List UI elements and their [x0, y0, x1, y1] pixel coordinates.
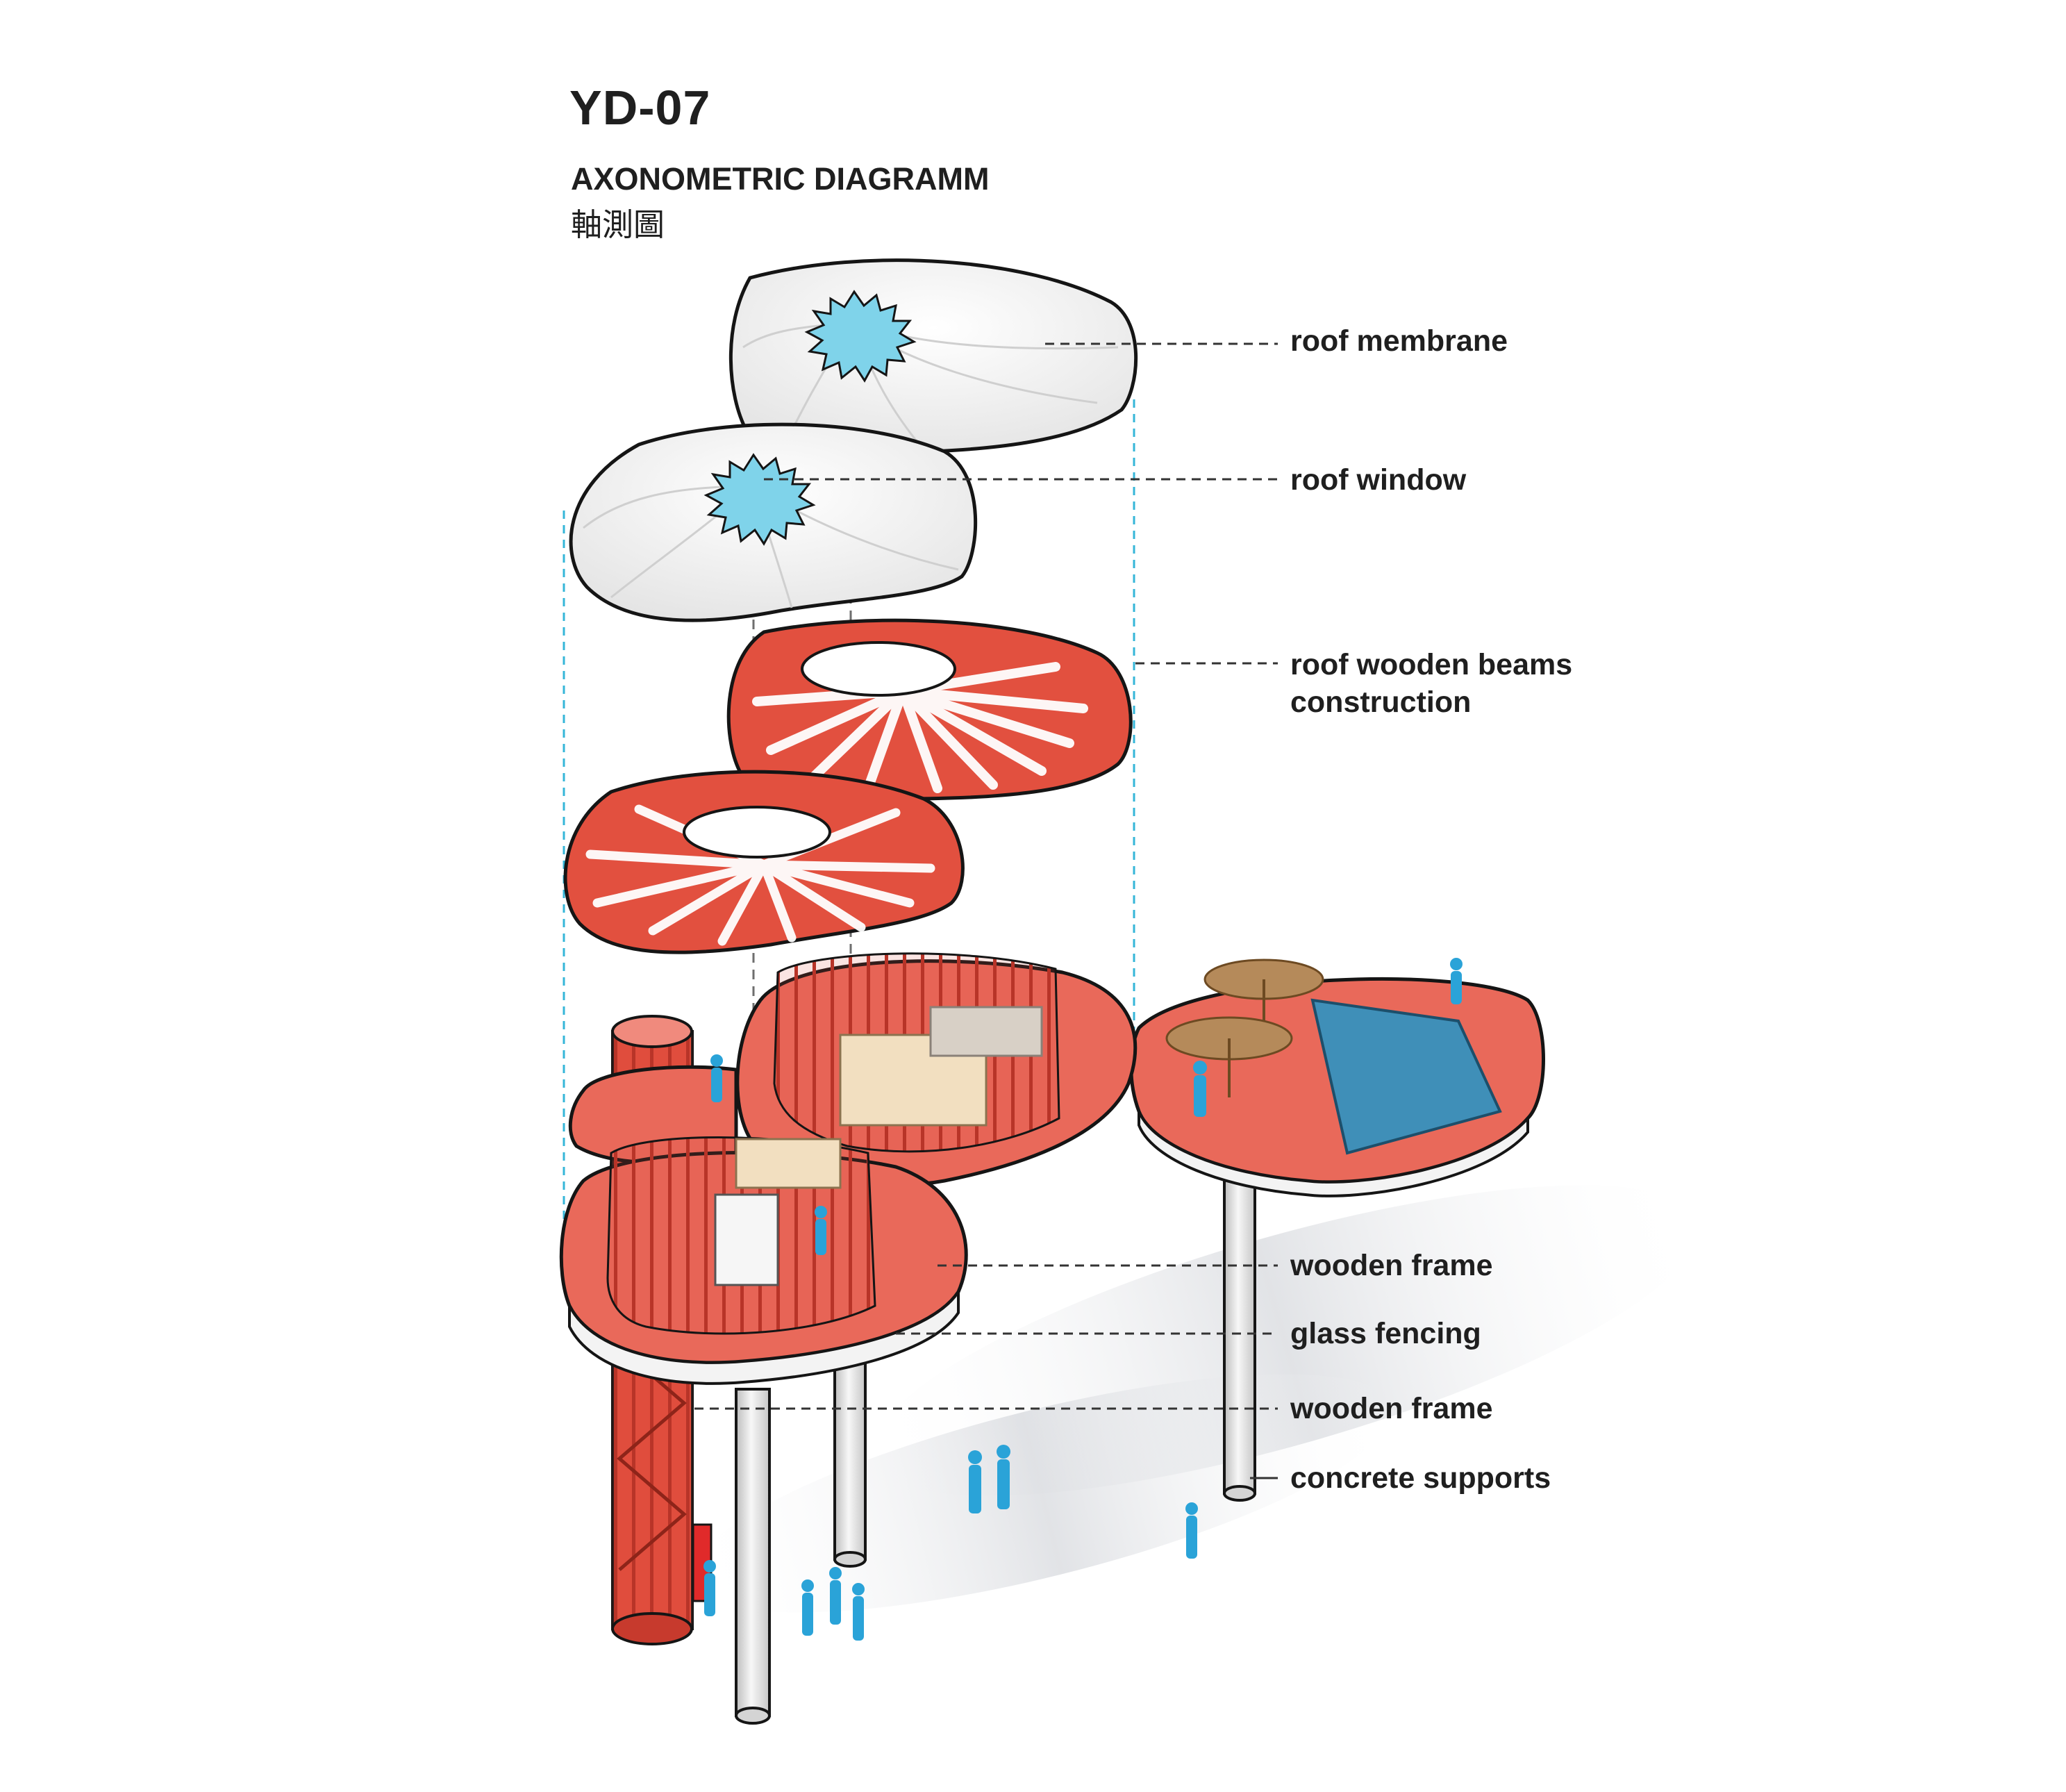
bathroom-block — [714, 1193, 779, 1286]
label-roof-membrane: roof membrane — [1290, 324, 1508, 358]
person-figure — [852, 1583, 865, 1641]
diagram-subtitle-chinese: 軸測圖 — [571, 206, 665, 243]
label-wooden-frame-lower: wooden frame — [1290, 1392, 1493, 1425]
roof-window-upper — [804, 290, 917, 383]
person-figure — [829, 1567, 842, 1625]
roof-membrane-lower — [569, 422, 978, 622]
diagram-subtitle: AXONOMETRIC DIAGRAMM — [571, 161, 990, 197]
label-roof-window: roof window — [1290, 463, 1467, 497]
diagram-title: YD-07 — [569, 81, 711, 135]
person-figure — [1450, 958, 1463, 1004]
pool-deck — [1129, 959, 1545, 1197]
label-glass-fencing: glass fencing — [1290, 1317, 1481, 1350]
label-roof-beams-line2: construction — [1290, 686, 1472, 719]
label-wooden-frame-upper: wooden frame — [1290, 1249, 1493, 1282]
pillar-front — [735, 1388, 771, 1717]
person-figure — [801, 1579, 814, 1636]
leader-lines — [694, 342, 1278, 1479]
person-figure — [710, 1054, 723, 1102]
people-figures — [703, 958, 1463, 1641]
roof-beams-upper — [726, 618, 1133, 801]
roof-membrane-upper — [728, 258, 1138, 456]
pool — [1310, 998, 1502, 1155]
roof-window-lower — [703, 453, 816, 546]
label-concrete-supports: concrete supports — [1290, 1461, 1551, 1495]
upper-main-deck — [735, 952, 1138, 1187]
person-figure — [1185, 1502, 1198, 1559]
pillar-pool — [1223, 1152, 1256, 1495]
person-figure — [968, 1450, 982, 1513]
alignment-guides — [563, 399, 1135, 1236]
concrete-supports — [735, 1152, 1256, 1725]
person-figure — [815, 1206, 827, 1255]
person-figure — [1193, 1061, 1207, 1117]
front-deck — [559, 1136, 968, 1385]
label-roof-beams-line1: roof wooden beams — [1290, 648, 1573, 681]
person-figure — [997, 1445, 1010, 1509]
pillar-middle — [833, 1360, 867, 1561]
person-figure — [703, 1560, 716, 1616]
roof-beams-lower — [563, 770, 965, 954]
